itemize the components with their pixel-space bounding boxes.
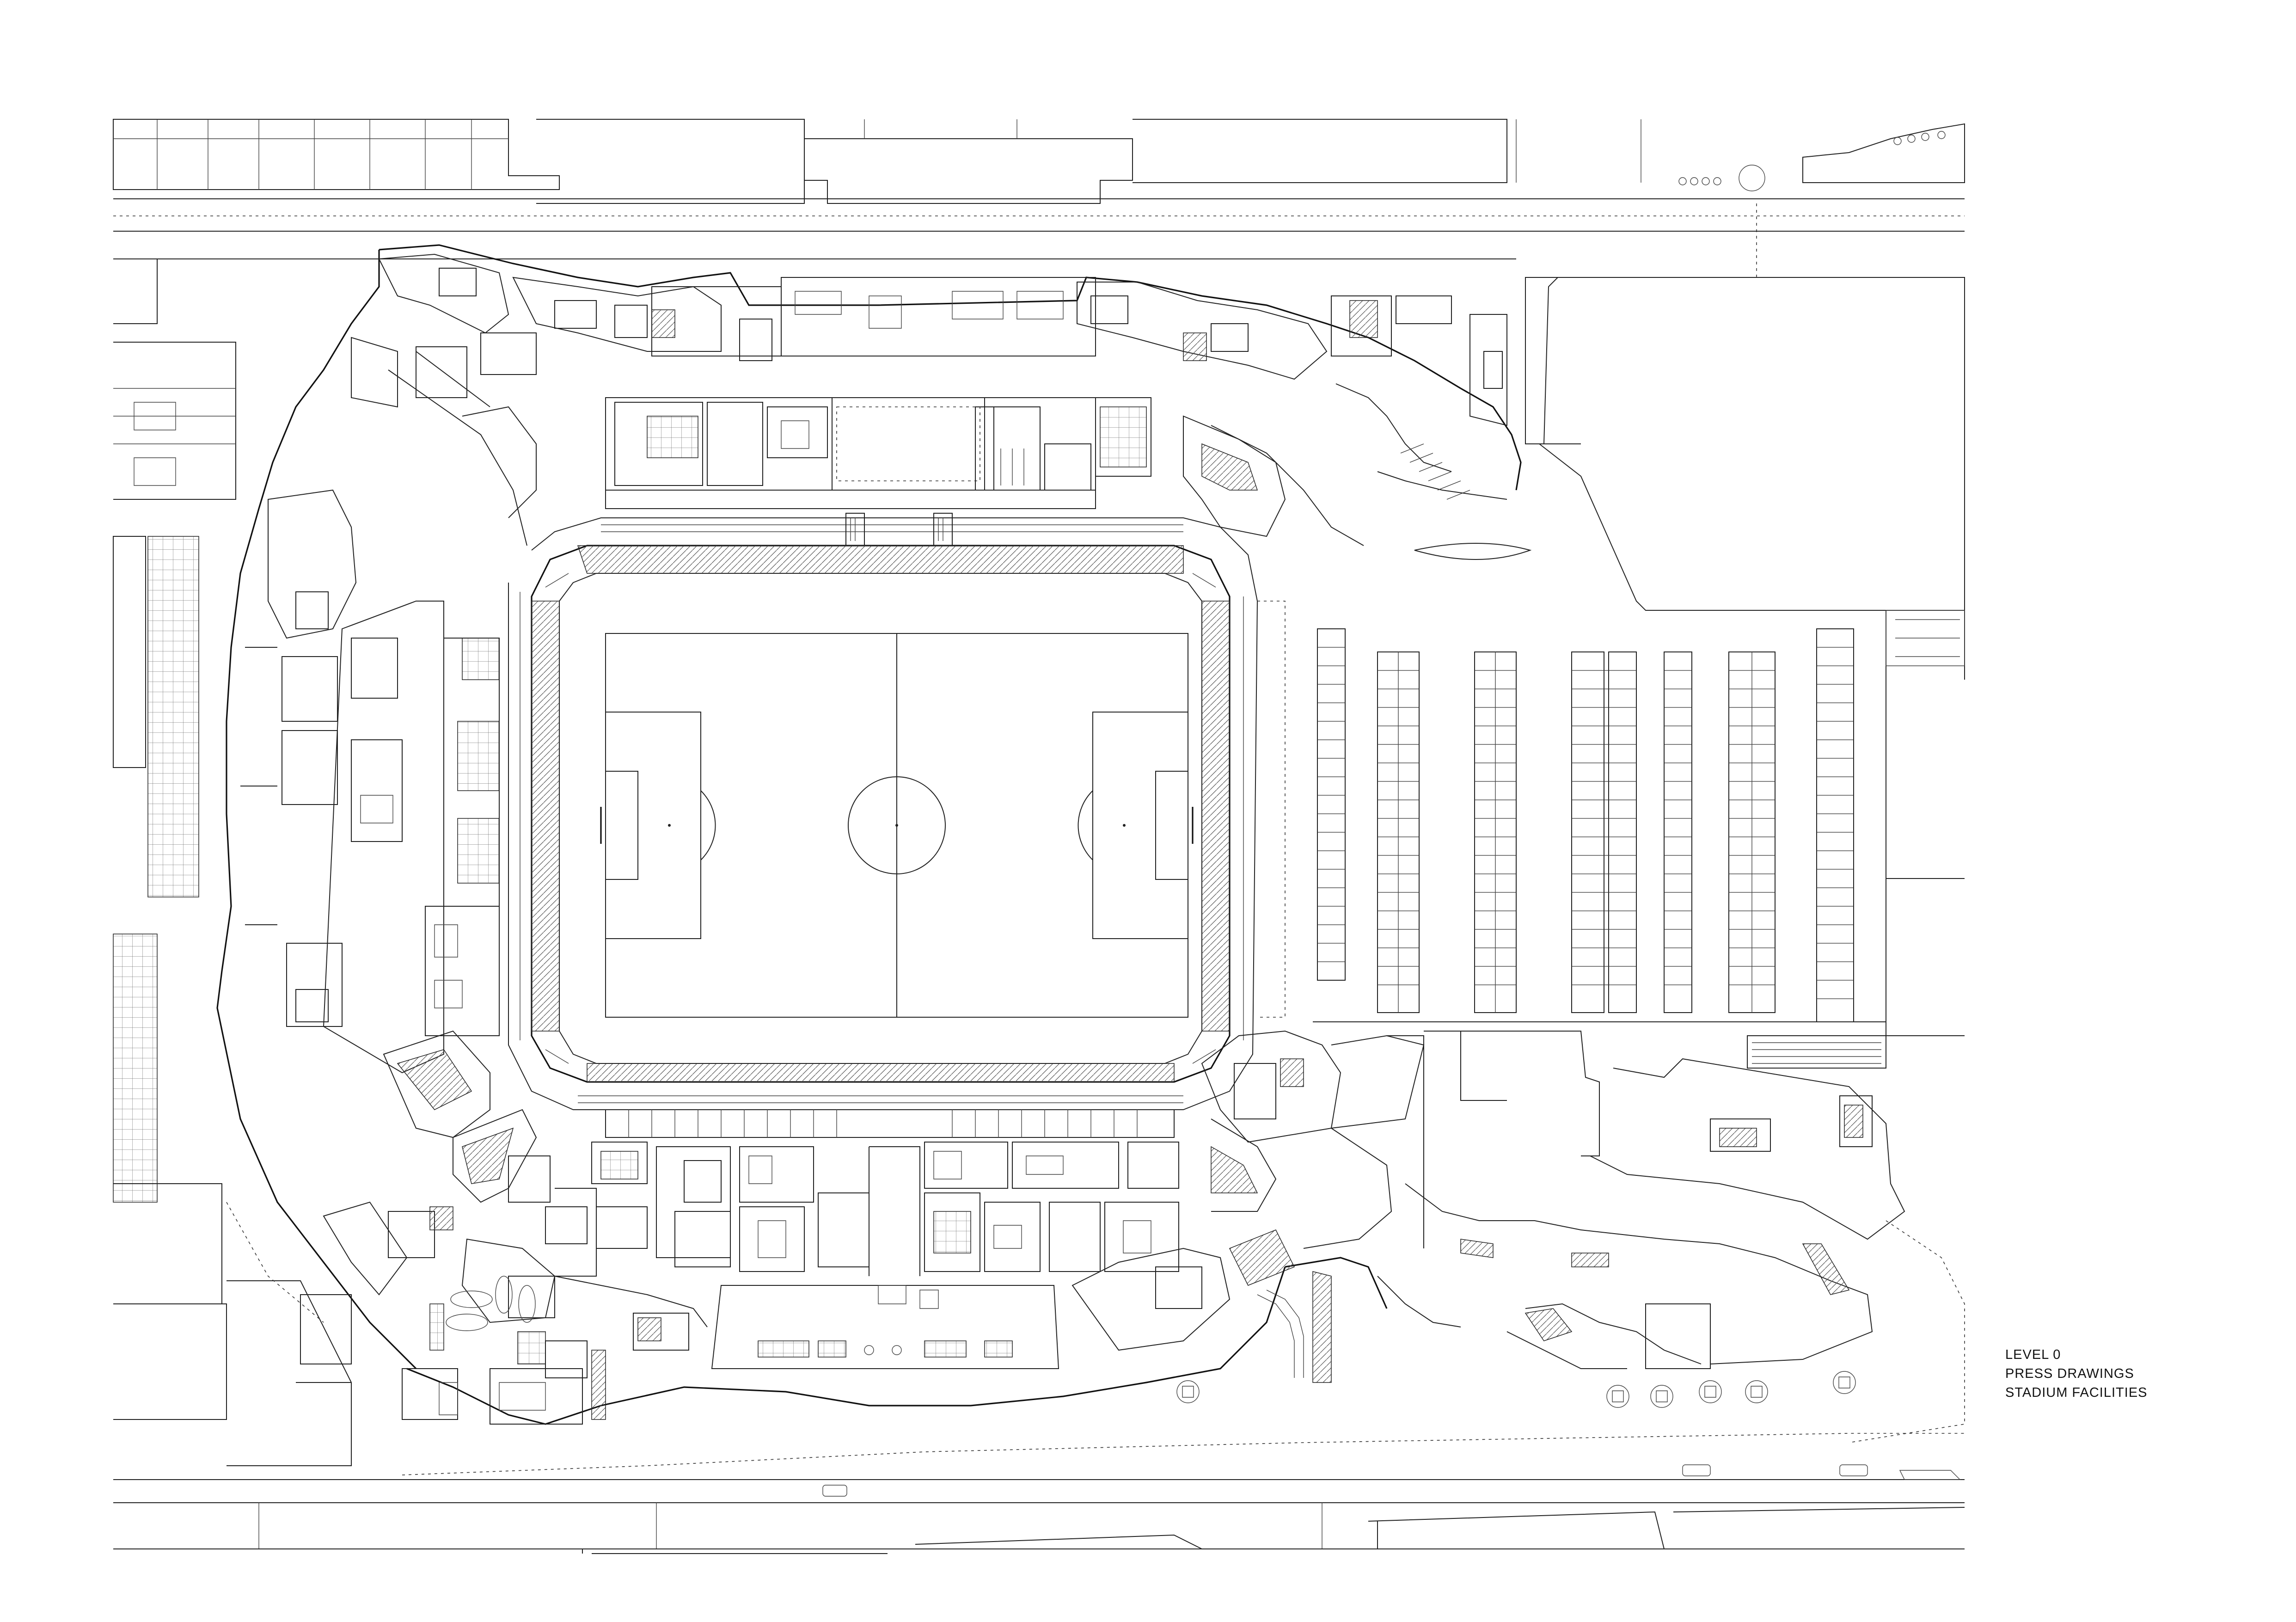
north-west-corner-buildings xyxy=(351,254,721,546)
car-park xyxy=(1257,601,1886,1068)
south-west-corner-buildings xyxy=(324,1031,707,1424)
north-context-buildings xyxy=(113,119,1965,203)
west-context xyxy=(113,259,351,1466)
football-pitch xyxy=(601,633,1193,1017)
north-stand-facilities xyxy=(606,277,1151,546)
south-stand-facilities xyxy=(555,1110,1179,1369)
series-label: PRESS DRAWINGS xyxy=(2005,1366,2134,1381)
west-stand-facilities xyxy=(240,490,499,1073)
seating-cluster xyxy=(430,1276,545,1364)
stadium-bowl xyxy=(508,518,1257,1110)
south-road xyxy=(113,1433,1965,1554)
north-east-corner-buildings xyxy=(1077,282,1530,559)
plaza-planters xyxy=(1177,1371,1855,1407)
west-context-details xyxy=(113,536,351,1364)
level-label: LEVEL 0 xyxy=(2005,1347,2061,1362)
south-east-plaza xyxy=(1378,1031,1965,1443)
north-road xyxy=(113,199,1965,277)
east-context xyxy=(1525,277,1965,1036)
stadium-envelope xyxy=(217,245,1521,1424)
south-east-corner-buildings xyxy=(1072,1031,1424,1382)
drawing-title-block: LEVEL 0 PRESS DRAWINGS STADIUM FACILITIE… xyxy=(2005,1346,2148,1402)
subject-label: STADIUM FACILITIES xyxy=(2005,1385,2148,1400)
